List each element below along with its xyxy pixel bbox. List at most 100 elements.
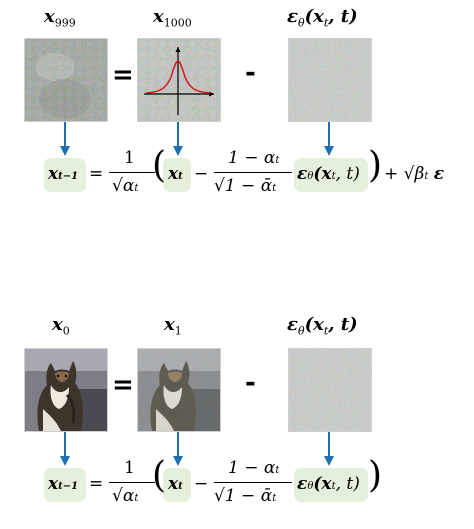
eq-frac2-den-bottom-sub: t: [272, 493, 277, 504]
label-eps-top-args-end: , t): [328, 6, 358, 27]
label-x1: x1: [164, 314, 182, 338]
predicted-noise-image-top: [288, 38, 372, 122]
eq-noise-term-top-sub: t: [424, 171, 429, 182]
eq-noise-term-top-base: + √β: [384, 164, 425, 184]
eq-eps-bottom-args-sub: t: [331, 481, 336, 492]
label-eps-top-args-sub: t: [323, 16, 329, 30]
label-x999-sub: 999: [54, 16, 76, 30]
eq-eps-top: εθ(xt, t): [297, 164, 360, 184]
eq-frac1-den-top: √αt: [112, 176, 138, 196]
eq-frac2-num-bottom-sub: t: [275, 465, 280, 476]
eq-frac1-den-bottom-sub: t: [134, 493, 139, 504]
highlight-xt-top: [163, 158, 191, 192]
eq-minus-bottom: −: [194, 474, 209, 494]
label-eps-bottom: εθ(xt, t): [287, 314, 358, 338]
eq-lhs-bottom: xt−1: [48, 474, 78, 494]
label-eps-bottom-args: (x: [304, 314, 324, 335]
cat-image-svg: [25, 349, 107, 431]
gaussian-curve-icon: [144, 47, 214, 115]
eq-frac2-num-top-base: 1 − α: [228, 148, 276, 168]
eq-lhs-top: xt−1: [48, 164, 78, 184]
label-eps-bottom-args-end: , t): [328, 314, 358, 335]
eq-frac1-den-bottom-base: √α: [112, 486, 135, 506]
label-x1-sub: 1: [174, 324, 182, 338]
eq-frac1-bar-bottom: [109, 482, 155, 483]
eq-frac2-num-top-sub: t: [275, 155, 280, 166]
minus-operator-top: -: [245, 58, 256, 88]
highlight-lhs-top: [44, 158, 86, 192]
label-x1000-sub: 1000: [163, 16, 192, 30]
equals-operator-top: =: [112, 60, 134, 90]
eq-frac1-den-top-base: √α: [112, 176, 135, 196]
eq-lhs-bottom-sub: t−1: [58, 481, 79, 492]
label-x999: x999: [44, 6, 76, 30]
down-arrow-icon: [60, 432, 70, 466]
eq-eps-bottom-sub: θ: [307, 481, 314, 492]
highlight-xt-bottom: [163, 468, 191, 502]
slightly-noisy-cat-image: [137, 348, 221, 432]
eq-eps-bottom: εθ(xt, t): [297, 474, 360, 494]
label-eps-bottom-args-sub: t: [323, 324, 329, 338]
label-x0-base: x: [52, 314, 63, 335]
label-eps-top: εθ(xt, t): [287, 6, 358, 30]
label-x1-base: x: [164, 314, 175, 335]
equals-operator-bottom: =: [112, 370, 134, 400]
eq-eps-bottom-base: ε: [297, 474, 308, 494]
eq-equals-top: =: [89, 164, 104, 184]
highlight-lhs-bottom: [44, 468, 86, 502]
label-eps-top-base: ε: [287, 6, 298, 27]
eq-eps-top-args: (x: [313, 164, 332, 184]
eq-frac1-bar-top: [109, 172, 155, 173]
eq-frac2-bar-top: [214, 172, 292, 173]
label-eps-top-sub: θ: [297, 16, 305, 30]
eq-frac2-den-bottom: √1 − ᾱt: [214, 486, 276, 506]
noisy-cat-svg: [25, 39, 107, 121]
eq-frac2-num-bottom-base: 1 − α: [228, 458, 276, 478]
eq-noise-term-top-eps: ε: [433, 164, 445, 184]
label-eps-bottom-sub: θ: [297, 324, 305, 338]
eq-xt-top-base: x: [168, 164, 179, 184]
predicted-noise-image-bottom: [288, 348, 372, 432]
eq-xt-bottom: xt: [168, 474, 183, 494]
label-x1000-base: x: [153, 6, 164, 27]
minus-operator-bottom: -: [245, 368, 256, 398]
down-arrow-icon: [173, 122, 183, 156]
label-eps-bottom-base: ε: [287, 314, 298, 335]
label-x999-base: x: [44, 6, 55, 27]
eq-lhs-top-base: x: [48, 164, 59, 184]
eq-frac2-den-top-base: √1 − ᾱ: [214, 176, 273, 196]
predicted-noise-svg-bottom: [289, 349, 371, 431]
predicted-noise-svg-top: [289, 39, 371, 121]
eq-frac2-den-bottom-base: √1 − ᾱ: [214, 486, 273, 506]
down-arrow-icon: [324, 432, 334, 466]
eq-frac2-den-top: √1 − ᾱt: [214, 176, 276, 196]
label-x0: x0: [52, 314, 70, 338]
noisy-cat-image: [24, 38, 108, 122]
eq-eps-top-args-sub: t: [331, 171, 336, 182]
eq-lhs-top-sub: t−1: [58, 171, 79, 182]
eq-minus-top: −: [194, 164, 209, 184]
eq-xt-bottom-base: x: [168, 474, 179, 494]
label-x0-sub: 0: [62, 324, 70, 338]
eq-frac1-num-top: 1: [124, 148, 135, 168]
clean-cat-image: [24, 348, 108, 432]
eq-rparen-bottom: ): [368, 455, 383, 496]
eq-eps-top-sub: θ: [307, 171, 314, 182]
eq-frac2-den-top-sub: t: [272, 183, 277, 194]
eq-frac1-den-bottom: √αt: [112, 486, 138, 506]
eq-frac2-bar-bottom: [214, 482, 292, 483]
gaussian-noise-svg: [138, 39, 220, 121]
highlight-eps-top: [294, 158, 368, 192]
eq-noise-term-top: + √βt ε: [384, 164, 444, 184]
eq-lparen-top: (: [152, 145, 167, 186]
eq-xt-top-sub: t: [178, 171, 183, 182]
eq-xt-top: xt: [168, 164, 183, 184]
eq-eps-top-args-end: , t): [335, 164, 360, 184]
eq-frac1-den-top-sub: t: [134, 183, 139, 194]
eq-frac1-num-bottom: 1: [124, 458, 135, 478]
eq-equals-bottom: =: [89, 474, 104, 494]
label-eps-top-args: (x: [304, 6, 324, 27]
down-arrow-icon: [173, 432, 183, 466]
eq-eps-bottom-args-end: , t): [335, 474, 360, 494]
eq-eps-bottom-args: (x: [313, 474, 332, 494]
